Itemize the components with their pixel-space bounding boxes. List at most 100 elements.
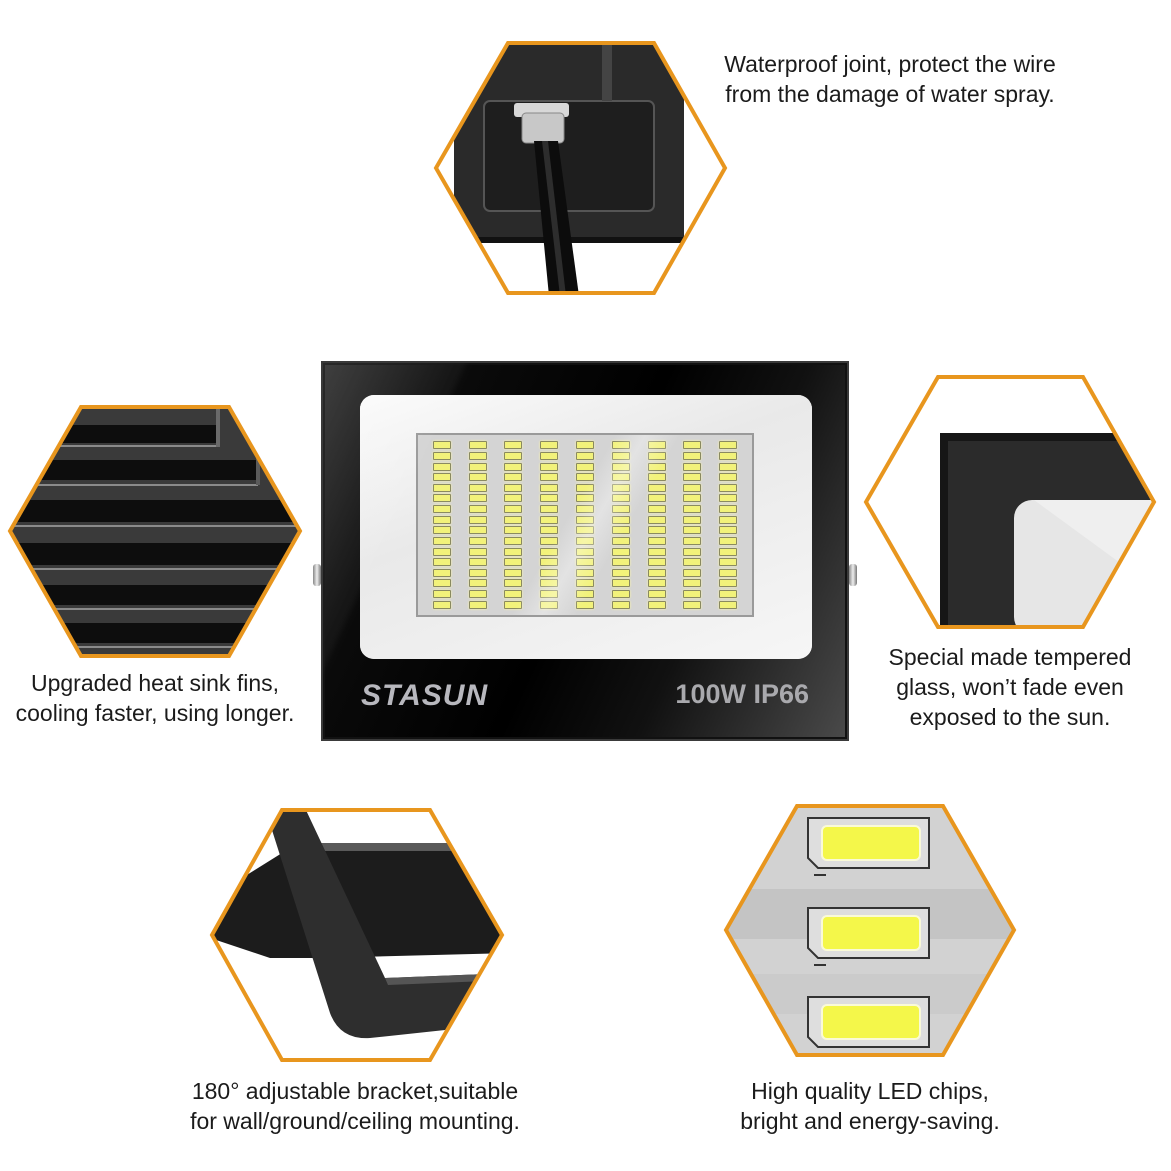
led-chip: [504, 590, 523, 599]
led-chip: [540, 494, 559, 503]
led-chip: [719, 558, 738, 567]
led-chip: [683, 451, 702, 460]
led-chip: [468, 441, 487, 450]
led-chip: [719, 526, 738, 535]
led-chip: [611, 526, 630, 535]
led-chip: [575, 526, 594, 535]
led-chip-icon: [726, 806, 1014, 1055]
led-chip: [504, 451, 523, 460]
left-bracket-knob: [313, 564, 321, 586]
heat-sink-fins-icon: [10, 407, 300, 656]
led-chip: [504, 483, 523, 492]
reflector-panel: [360, 395, 812, 659]
led-chip: [468, 568, 487, 577]
led-chip: [611, 451, 630, 460]
led-chip: [575, 536, 594, 545]
led-chip: [468, 579, 487, 588]
led-chip: [719, 600, 738, 609]
led-chip: [683, 515, 702, 524]
led-chip: [540, 451, 559, 460]
led-chip: [432, 441, 451, 450]
led-chip: [683, 526, 702, 535]
led-chip: [575, 462, 594, 471]
led-chip: [647, 483, 666, 492]
led-chip: [683, 568, 702, 577]
led-chip: [504, 568, 523, 577]
led-chip: [611, 600, 630, 609]
led-chip: [575, 473, 594, 482]
led-chip: [540, 441, 559, 450]
led-chip: [647, 451, 666, 460]
led-chip: [468, 536, 487, 545]
led-chip: [647, 590, 666, 599]
led-chip: [575, 494, 594, 503]
led-chip: [504, 526, 523, 535]
led-chip: [504, 505, 523, 514]
led-chip: [683, 579, 702, 588]
led-chip: [683, 441, 702, 450]
led-chip: [719, 590, 738, 599]
led-chip: [647, 526, 666, 535]
led-chip: [683, 558, 702, 567]
led-chip: [575, 590, 594, 599]
led-chip: [683, 473, 702, 482]
led-chip: [504, 579, 523, 588]
led-chip: [468, 515, 487, 524]
heat-sink-hexagon: [7, 405, 303, 658]
led-chip: [683, 536, 702, 545]
led-chip: [683, 483, 702, 492]
caption-line: glass, won’t fade even: [896, 674, 1124, 700]
led-chip: [575, 568, 594, 577]
caption-line: Upgraded heat sink fins,: [30, 670, 280, 696]
led-chip: [504, 536, 523, 545]
caption-line: for wall/ground/ceiling mounting.: [190, 1108, 520, 1134]
led-chips-hexagon: [723, 804, 1017, 1057]
caption-line: Waterproof joint, protect the wire: [724, 51, 1056, 77]
led-chip: [540, 473, 559, 482]
led-chip: [611, 505, 630, 514]
led-chip: [432, 473, 451, 482]
power-rating-label: 100W IP66: [675, 679, 809, 709]
caption-line: High quality LED chips,: [751, 1078, 989, 1104]
led-chip: [719, 505, 738, 514]
led-chip: [719, 462, 738, 471]
waterproof-joint-caption: Waterproof joint, protect the wire from …: [700, 49, 1080, 109]
caption-line: from the damage of water spray.: [725, 81, 1055, 107]
caption-line: bright and energy-saving.: [740, 1108, 1000, 1134]
led-chip: [683, 590, 702, 599]
led-chip: [540, 558, 559, 567]
led-chip: [647, 547, 666, 556]
tempered-glass-hexagon: [863, 375, 1157, 629]
led-chip: [575, 505, 594, 514]
led-chip: [575, 579, 594, 588]
cable-gland-icon: [436, 43, 725, 293]
glass-corner-icon: [866, 377, 1154, 627]
led-chip: [719, 515, 738, 524]
bracket-icon: [212, 810, 502, 1060]
led-chip: [647, 579, 666, 588]
led-chip: [540, 547, 559, 556]
led-chip: [504, 558, 523, 567]
led-chip: [432, 579, 451, 588]
brand-logo: STASUN: [361, 679, 489, 712]
led-chip: [432, 558, 451, 567]
led-chip: [468, 526, 487, 535]
led-chip: [575, 451, 594, 460]
led-chip: [468, 505, 487, 514]
led-chip: [468, 462, 487, 471]
led-chip: [647, 558, 666, 567]
led-chip: [432, 451, 451, 460]
led-chip: [432, 536, 451, 545]
led-chip: [719, 473, 738, 482]
led-chip: [611, 483, 630, 492]
led-chip: [611, 462, 630, 471]
led-chip: [719, 568, 738, 577]
led-chip: [575, 441, 594, 450]
led-chip: [468, 483, 487, 492]
led-chip: [611, 590, 630, 599]
led-chip: [432, 505, 451, 514]
led-chip: [611, 441, 630, 450]
led-chip: [683, 494, 702, 503]
led-chip: [540, 526, 559, 535]
led-chip: [647, 441, 666, 450]
